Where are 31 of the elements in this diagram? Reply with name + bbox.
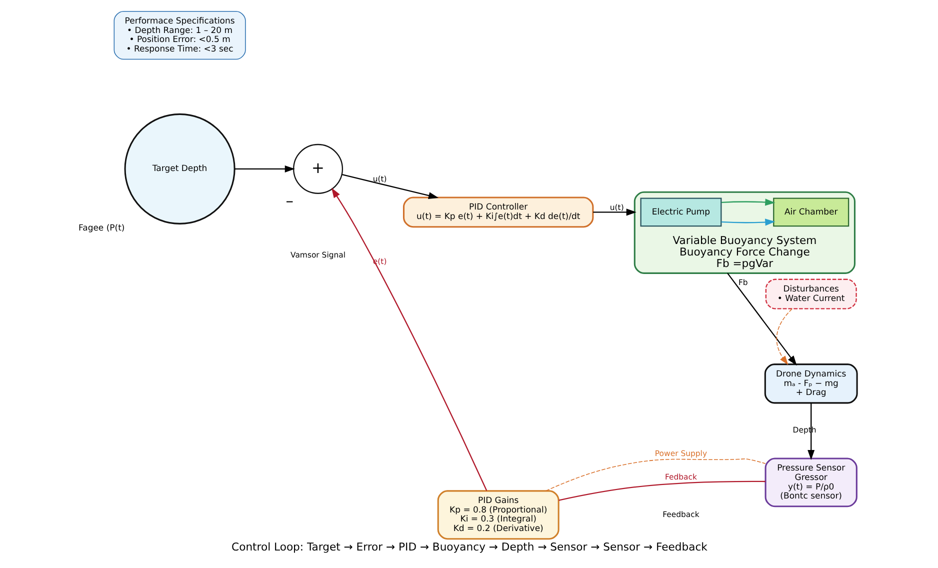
connector [545, 458, 766, 492]
edge-label: Fedback [664, 472, 696, 482]
edge-label: Power Supply [654, 449, 707, 458]
connector [558, 480, 765, 501]
edge-label: u(t) [372, 174, 386, 184]
arrow [234, 165, 294, 172]
label: Feedback [662, 510, 699, 519]
node-label: Fagee (P(t) [78, 223, 124, 234]
node-circle: + [292, 144, 343, 194]
caption: Control Loop: Target → Error → PID → Buoyancy → Depth → Sensor → Sensor → Feedback [231, 540, 707, 554]
arrow [720, 198, 775, 206]
arrow [342, 174, 438, 199]
node-box: PID Controller u(t) = Kp e(t) + Ki∫e(t)dt + Kd de(t)/dt [402, 196, 594, 228]
node-box: Electric Pump [640, 198, 722, 227]
node-box: Performace Specifications • Depth Range: 1 – 20 m • Position Error: <0.5 m • Response Time: <3 sec [113, 11, 246, 60]
arrow [720, 218, 775, 226]
edge-label: u(t) [609, 202, 624, 212]
arrow [726, 272, 796, 366]
arrow [330, 188, 487, 491]
label: Vamsor Signal [290, 250, 346, 260]
node-box: Air Chamber [772, 198, 849, 227]
edge-label: Fb [738, 278, 748, 287]
node-label: – [285, 192, 293, 210]
node-circle: Target Depth [124, 113, 235, 224]
node-box: PID Gains Kp = 0.8 (Proportional) Ki = 0.3 (Integral) Kd = 0.2 (Derivative) [436, 490, 559, 540]
node-box: Pressure Sensor Gressor y(t) = P/ρ0 (Bontc sensor) [764, 458, 857, 508]
arrow [592, 208, 636, 216]
node-box: Drone Dynamics mₐ - Fₚ − mg + Drag [764, 364, 858, 404]
arrow [776, 308, 792, 365]
node-box: Disturbances • Water Current [764, 278, 856, 310]
arrow [807, 403, 814, 460]
